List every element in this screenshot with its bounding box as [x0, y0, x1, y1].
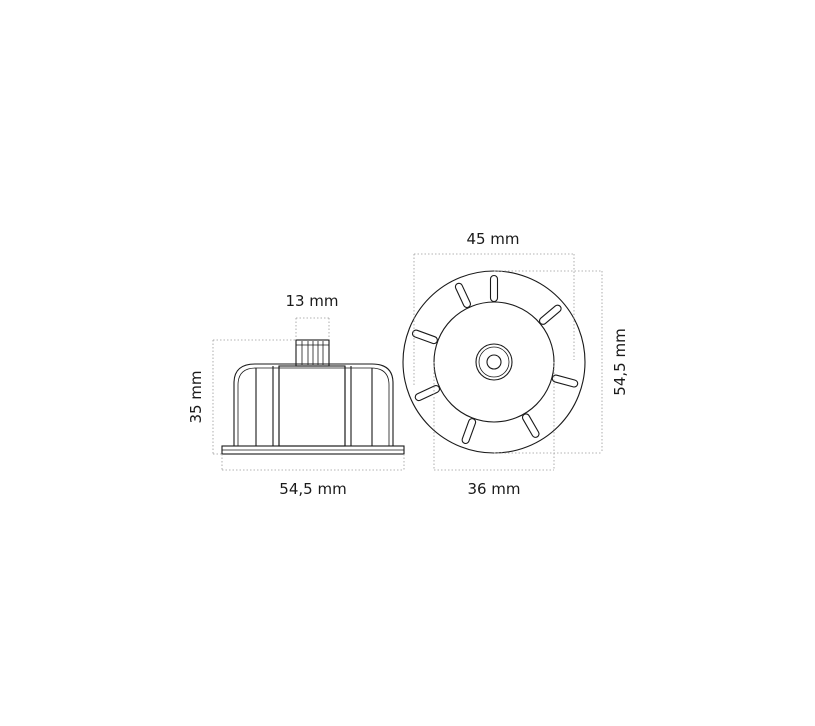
front-rib-slot	[538, 304, 562, 325]
front-rib-slot	[411, 329, 438, 345]
dim-label-front-inner: 36 mm	[467, 480, 520, 498]
side-nut	[295, 339, 330, 367]
front-hub-outer	[475, 343, 513, 381]
dim-label-front-top: 45 mm	[466, 230, 519, 248]
side-dimensions	[212, 317, 405, 471]
front-outer-circle	[402, 270, 586, 454]
front-dimensions	[413, 253, 603, 471]
front-radial-ribs	[411, 274, 579, 445]
front-rib-slot	[454, 282, 471, 309]
dim-label-front-height: 54,5 mm	[611, 328, 629, 395]
front-rib-slot	[461, 418, 477, 445]
front-hub-hole	[486, 354, 502, 370]
dim-label-side-base: 54,5 mm	[279, 480, 346, 498]
side-cap-body	[233, 363, 394, 446]
front-rib-slot	[414, 385, 441, 402]
side-view	[221, 339, 405, 455]
dim-label-side-height: 35 mm	[187, 370, 205, 423]
front-inner-circle	[433, 301, 555, 423]
front-rib-slot	[521, 413, 540, 438]
front-rib-slot	[489, 274, 499, 303]
dim-label-side-nut: 13 mm	[285, 292, 338, 310]
front-rib-slot	[551, 374, 579, 388]
side-center-block	[278, 365, 346, 447]
front-view	[402, 270, 586, 454]
